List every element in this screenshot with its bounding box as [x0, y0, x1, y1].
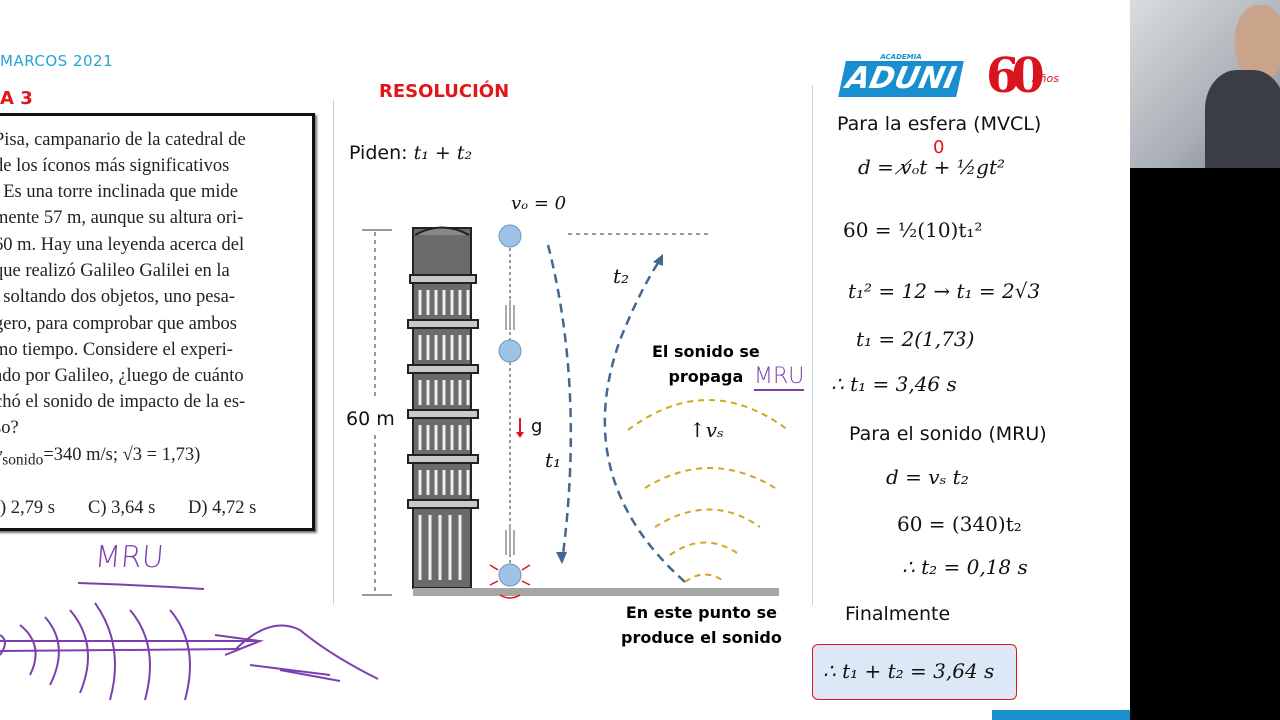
problem-line: , soltando dos objetos, uno pesa- — [0, 287, 235, 307]
t2-arrowhead — [653, 254, 663, 266]
problem-line: mente 57 m, aunque su altura ori- — [0, 208, 244, 228]
sphere-title: Para la esfera (MVCL) — [837, 113, 1042, 135]
option-c: C) 3,64 s — [88, 498, 156, 518]
equation-3: t₁² = 12 → t₁ = 2√3 — [848, 279, 1041, 303]
webcam-panel — [1130, 0, 1280, 720]
ball-bottom — [498, 563, 522, 587]
ball-middle — [498, 339, 522, 363]
problem-line: Pisa, campanario de la catedral de — [0, 130, 246, 150]
equation-2: 60 = ½(10)t₁² — [843, 218, 983, 242]
t2-label: t₂ — [613, 264, 630, 288]
handwritten-mru-left: MRU — [93, 540, 166, 575]
impact-label-line: En este punto se — [625, 603, 777, 622]
sound-label-line: El sonido se — [652, 342, 760, 361]
divider-right — [812, 85, 813, 605]
height-dimension — [362, 229, 392, 596]
sound-label-line: propaga — [668, 367, 744, 386]
v0-label: vₒ = 0 — [511, 193, 567, 214]
webcam-video — [1130, 0, 1280, 168]
motion-lines — [505, 300, 515, 555]
logo-brand: ADUNI — [838, 61, 964, 97]
height-label: 60 m — [346, 408, 395, 430]
t2-arrow — [603, 259, 686, 583]
piden-text: Piden: — [349, 142, 408, 164]
diagram — [362, 224, 789, 599]
sound-waves — [627, 399, 789, 583]
final-answer: ∴ t₁ + t₂ = 3,64 s — [823, 659, 995, 683]
problem-line: gero, para comprobar que ambos — [0, 314, 237, 334]
zero-annotation: 0 — [933, 137, 945, 158]
handwritten-mru-right: MRU — [754, 364, 805, 391]
g-label: g — [531, 416, 543, 437]
problem-label: A 3 — [0, 88, 33, 109]
problem-line: chó el sonido de impacto de la es- — [0, 392, 246, 412]
equation-7: 60 = (340)t₂ — [897, 512, 1022, 536]
exam-header: MARCOS 2021 — [0, 52, 114, 70]
problem-line: ado por Galileo, ¿luego de cuánto — [0, 366, 244, 386]
data-values: =340 m/s; √3 = 1,73) — [43, 445, 201, 465]
final-answer-box: ∴ t₁ + t₂ = 3,64 s — [812, 644, 1017, 700]
piden-expression: t₁ + t₂ — [413, 142, 473, 164]
impact-label-line: produce el sonido — [621, 628, 782, 647]
problem-line: que realizó Galileo Galilei en la — [0, 261, 230, 281]
problem-line: de los íconos más significativos — [0, 156, 230, 176]
ball-top — [498, 224, 522, 248]
impact-label: En este punto se produce el sonido — [621, 600, 782, 650]
problem-data: vsonido=340 m/s; √3 = 1,73) — [0, 445, 200, 470]
tower-icon — [407, 226, 479, 589]
resolution-title: RESOLUCIÓN — [379, 81, 510, 102]
final-label: Finalmente — [845, 603, 951, 625]
problem-box: Pisa, campanario de la catedral de de lo… — [0, 113, 315, 531]
impact-icon — [489, 564, 531, 599]
piden-label: Piden: t₁ + t₂ — [349, 142, 472, 164]
problem-line: mo tiempo. Considere el experi- — [0, 340, 233, 360]
aduni-logo: ACADEMIA ADUNI — [838, 53, 964, 99]
problem-line: 60 m. Hay una leyenda acerca del — [0, 235, 245, 255]
sound-title: Para el sonido (MRU) — [849, 423, 1047, 445]
equation-1: d = v̸ₒt + ½gt² — [858, 155, 1006, 179]
divider-left — [333, 100, 334, 605]
option-b: ) 2,79 s — [0, 498, 55, 518]
vs-label: ↑vₛ — [689, 418, 724, 442]
equation-8: ∴ t₂ = 0,18 s — [902, 555, 1028, 579]
sound-label: El sonido se propaga — [652, 339, 760, 389]
equation-5: ∴ t₁ = 3,46 s — [831, 372, 957, 396]
equation-6: d = vₛ t₂ — [886, 465, 969, 489]
v-subscript: sonido — [2, 451, 44, 469]
t1-label: t₁ — [545, 448, 562, 472]
problem-line: . Es una torre inclinada que mide — [0, 182, 239, 202]
t1-arrow — [546, 244, 573, 563]
handwritten-scribble — [0, 582, 379, 701]
problem-line: so? — [0, 418, 19, 438]
equation-4: t₁ = 2(1,73) — [856, 327, 975, 351]
option-d: D) 4,72 s — [188, 498, 257, 518]
footer-bar — [992, 710, 1130, 720]
v-symbol: v — [0, 445, 2, 465]
logo-academia: ACADEMIA — [880, 53, 922, 61]
anniversary-anos: Años — [1032, 72, 1059, 85]
ground — [413, 588, 779, 596]
t1-arrowhead — [556, 552, 567, 564]
anniversary-logo: 60 — [986, 48, 1045, 104]
